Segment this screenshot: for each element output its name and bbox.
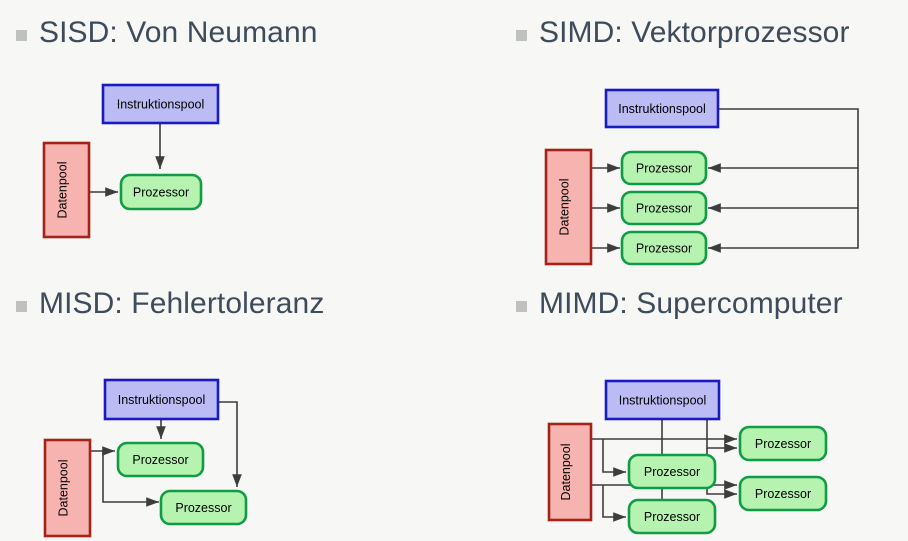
connector-group xyxy=(89,123,165,197)
diagram-sisd: Instruktionspool Datenpool Prozessor xyxy=(0,56,454,270)
node-label-prozessor-outer-2: Prozessor xyxy=(755,487,811,501)
node-label-prozessor-inner-1: Prozessor xyxy=(644,465,700,479)
node-datenpool: Datenpool xyxy=(544,148,593,266)
node-prozessor-1: Prozessor xyxy=(116,441,205,478)
connector-group xyxy=(90,401,242,507)
diagram-misd: Instruktionspool Datenpool Prozessor Pro… xyxy=(0,327,454,541)
simd-diagram-svg: Instruktionspool Datenpool Prozessor Pro… xyxy=(544,88,859,266)
heading-mimd: MIMD: Supercomputer xyxy=(516,287,843,321)
sisd-diagram-svg: Instruktionspool Datenpool Prozessor xyxy=(42,83,220,239)
node-prozessor-outer-1: Prozessor xyxy=(738,425,828,462)
connector-instruction-to-processor-1 xyxy=(708,108,859,173)
node-label-instruktionspool: Instruktionspool xyxy=(117,98,205,112)
node-label-prozessor-2: Prozessor xyxy=(636,202,692,216)
page-title-misd: MISD: Fehlertoleranz xyxy=(39,287,325,320)
node-instruktionspool: Instruktionspool xyxy=(103,378,220,421)
node-label-instruktionspool: Instruktionspool xyxy=(618,102,706,116)
node-label-prozessor-1: Prozessor xyxy=(132,453,188,467)
page-title-simd: SIMD: Vektorprozessor xyxy=(539,16,850,49)
bullet-square-icon xyxy=(516,300,527,312)
node-instruktionspool: Instruktionspool xyxy=(604,88,720,129)
misd-diagram-svg: Instruktionspool Datenpool Prozessor Pro… xyxy=(43,378,248,538)
node-datenpool: Datenpool xyxy=(42,141,91,239)
connector-instruction-to-processor-2 xyxy=(218,401,242,487)
node-label-datenpool: Datenpool xyxy=(558,179,572,236)
node-prozessor-1: Prozessor xyxy=(620,150,708,186)
node-label-prozessor-1: Prozessor xyxy=(636,162,692,176)
node-prozessor-inner-2: Prozessor xyxy=(627,498,717,535)
node-label-datenpool: Datenpool xyxy=(57,460,71,517)
node-label-instruktionspool: Instruktionspool xyxy=(619,394,707,408)
node-label-prozessor-1: Prozessor xyxy=(133,186,189,200)
quadrant-misd: MISD: Fehlertoleranz xyxy=(0,271,454,541)
heading-misd: MISD: Fehlertoleranz xyxy=(16,287,324,321)
connector-group xyxy=(591,108,859,253)
quadrant-simd: SIMD: Vektorprozessor xyxy=(454,0,908,270)
node-label-datenpool: Datenpool xyxy=(56,162,70,219)
connector-data-to-processor-inner-1 xyxy=(602,439,626,477)
node-label-datenpool: Datenpool xyxy=(559,444,573,501)
node-label-prozessor-2: Prozessor xyxy=(175,501,231,515)
node-prozessor-2: Prozessor xyxy=(159,489,248,526)
page-title-sisd: SISD: Von Neumann xyxy=(39,16,318,49)
bullet-square-icon xyxy=(16,300,27,312)
node-instruktionspool: Instruktionspool xyxy=(604,379,721,421)
node-prozessor-outer-2: Prozessor xyxy=(738,475,828,512)
node-label-instruktionspool: Instruktionspool xyxy=(118,393,206,407)
bullet-square-icon xyxy=(516,29,527,41)
connector-instruction-to-processor-3 xyxy=(708,208,859,253)
quadrant-sisd: SISD: Von Neumann Instruktionspool xyxy=(0,0,454,270)
node-label-prozessor-inner-2: Prozessor xyxy=(644,510,700,524)
node-instruktionspool: Instruktionspool xyxy=(101,83,220,125)
node-prozessor-inner-1: Prozessor xyxy=(627,453,717,490)
connector-data-to-processor-inner-2 xyxy=(602,485,626,522)
heading-simd: SIMD: Vektorprozessor xyxy=(516,16,850,50)
node-prozessor-2: Prozessor xyxy=(620,190,708,226)
heading-sisd: SISD: Von Neumann xyxy=(16,16,318,50)
mimd-diagram-svg: Instruktionspool Datenpool Prozessor Pro… xyxy=(547,379,828,535)
node-label-prozessor-3: Prozessor xyxy=(636,242,692,256)
node-label-prozessor-outer-1: Prozessor xyxy=(755,437,811,451)
diagram-simd: Instruktionspool Datenpool Prozessor Pro… xyxy=(454,56,908,270)
node-datenpool: Datenpool xyxy=(547,422,593,522)
connector-data-to-processor-2 xyxy=(102,451,159,507)
bullet-square-icon xyxy=(16,29,27,41)
node-datenpool: Datenpool xyxy=(43,438,92,538)
page-title-mimd: MIMD: Supercomputer xyxy=(539,287,843,320)
quadrant-mimd: MIMD: Supercomputer xyxy=(454,271,908,541)
node-prozessor-3: Prozessor xyxy=(620,230,708,266)
node-prozessor-1: Prozessor xyxy=(119,173,203,211)
diagram-mimd: Instruktionspool Datenpool Prozessor Pro… xyxy=(454,327,908,541)
connector-instruction-to-processor-2 xyxy=(708,168,859,213)
